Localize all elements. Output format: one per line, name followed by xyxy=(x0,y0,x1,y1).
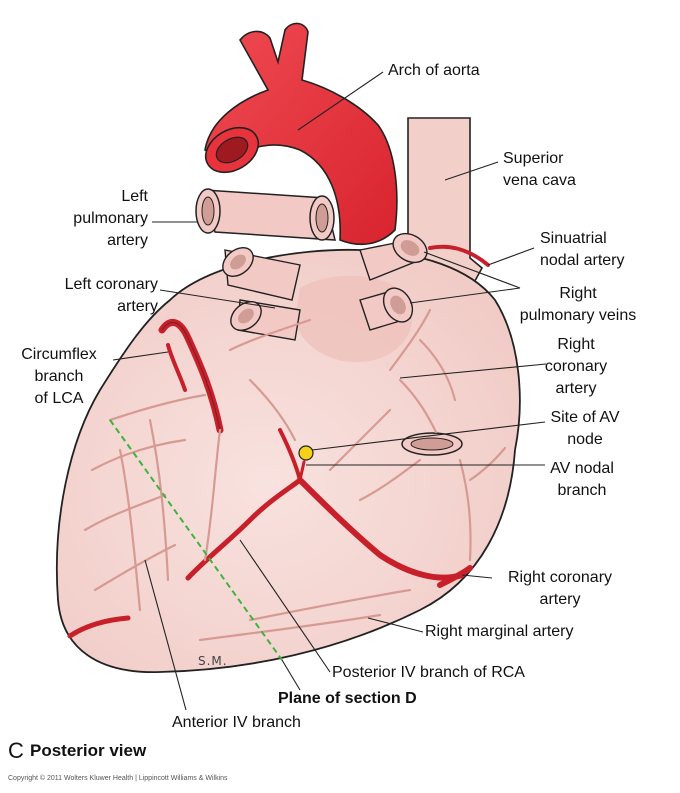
figure-view-title: Posterior view xyxy=(30,741,147,760)
figure-letter: C xyxy=(8,738,24,763)
label-av-nodal-branch: AV nodal branch xyxy=(550,460,614,499)
label-anterior-iv-branch: Anterior IV branch xyxy=(172,714,301,731)
coronary-arteries xyxy=(67,244,490,639)
label-right-pulmonary-veins: Right pulmonary veins xyxy=(519,285,637,324)
label-arch-of-aorta: Arch of aorta xyxy=(388,62,480,79)
aorta xyxy=(204,22,398,246)
left-pulmonary-veins xyxy=(222,247,301,341)
av-node-marker xyxy=(298,445,314,461)
label-posterior-iv-branch: Posterior IV branch of RCA xyxy=(332,664,525,681)
label-left-coronary-artery: Left coronary artery xyxy=(64,276,158,315)
right-pulmonary-veins xyxy=(359,232,428,331)
label-sinuatrial-nodal-artery: Sinuatrial nodal artery xyxy=(540,230,625,269)
label-right-coronary-artery-upper: Right coronary artery xyxy=(544,336,608,397)
left-pulmonary-artery xyxy=(195,188,336,241)
copyright-notice: Copyright © 2011 Wolters Kluwer Health |… xyxy=(8,775,228,782)
artist-signature: S.M. xyxy=(198,654,228,668)
label-left-pulmonary-artery: Left pulmonary artery xyxy=(73,188,148,249)
label-right-marginal-artery: Right marginal artery xyxy=(425,623,574,640)
label-superior-vena-cava: Superior vena cava xyxy=(503,150,576,189)
label-plane-of-section: Plane of section D xyxy=(278,690,417,707)
label-site-of-av-node: Site of AV node xyxy=(550,409,620,448)
label-right-coronary-artery-lower: Right coronary artery xyxy=(507,569,613,608)
inferior-vena-cava xyxy=(401,432,463,456)
leader-lines xyxy=(112,71,547,711)
label-circumflex-branch: Circumflex branch of LCA xyxy=(21,346,97,407)
